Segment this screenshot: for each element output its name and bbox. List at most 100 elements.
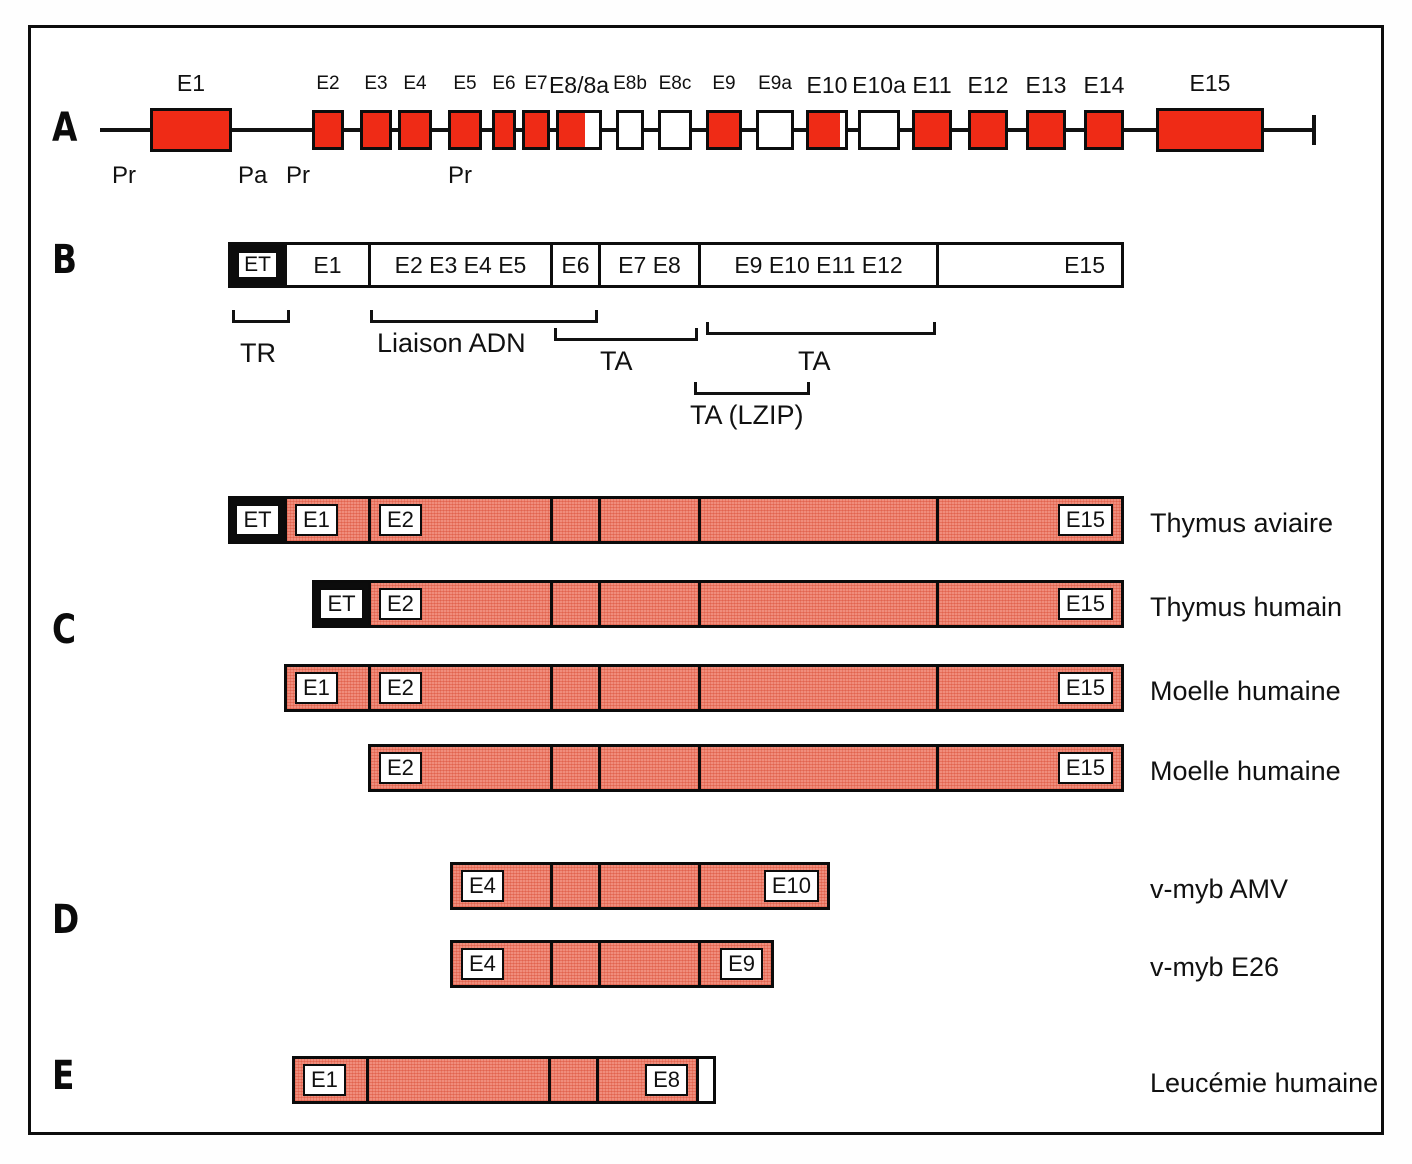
- transcript-segment: [553, 747, 601, 789]
- exon-label: E3: [364, 73, 388, 94]
- transcript-row-name: Moelle humaine: [1150, 676, 1341, 706]
- transcript-segment: [553, 865, 601, 907]
- exon-box: [706, 110, 742, 150]
- exon-fill: [315, 113, 341, 147]
- exon-fill: [1029, 113, 1063, 147]
- transcript-segment-label: E8: [645, 1064, 688, 1096]
- exon-label: E2: [316, 73, 340, 94]
- domain-bracket: [706, 322, 936, 335]
- domain-bracket-label: TA: [798, 346, 831, 376]
- promoter-marker-label: Pa: [238, 162, 268, 189]
- transcript-segment: ET: [231, 499, 287, 541]
- transcript-segment: [601, 499, 701, 541]
- transcript-segment: [601, 747, 701, 789]
- transcript-segment-label: E2: [379, 504, 422, 536]
- transcript-segment: [601, 943, 701, 985]
- protein-domain-label: E1: [313, 251, 342, 278]
- transcript-segment: [601, 667, 701, 709]
- exon-label: E15: [1189, 70, 1231, 96]
- protein-domain-segment: E1: [287, 245, 371, 285]
- transcript-segment: [601, 583, 701, 625]
- transcript-segment: [601, 865, 701, 907]
- domain-bracket-label: TR: [240, 338, 276, 368]
- domain-bracket-label: Liaison ADN: [377, 328, 526, 358]
- exon-fill: [559, 113, 586, 147]
- transcript-segment: [553, 667, 601, 709]
- transcript-segment: E8: [599, 1059, 699, 1101]
- domain-bracket: [554, 328, 698, 341]
- transcript-segment: E4: [453, 865, 553, 907]
- transcript-segment: [699, 1059, 713, 1101]
- transcript-row-name: Leucémie humaine: [1150, 1068, 1379, 1098]
- panel-letter-d: D: [52, 897, 79, 943]
- protein-domain-label: E2 E3 E4 E5: [394, 251, 527, 278]
- transcript-segment: [553, 583, 601, 625]
- domain-bracket: [694, 382, 810, 395]
- exon-box: [522, 110, 550, 150]
- protein-domain-segment: E15: [939, 245, 1121, 285]
- transcript-segment: E10: [701, 865, 827, 907]
- transcript-row-name: v-myb AMV: [1150, 874, 1289, 904]
- promoter-marker-label: Pr: [112, 162, 136, 189]
- transcript-segment: E15: [939, 499, 1121, 541]
- transcript-segment: [551, 1059, 599, 1101]
- exon-fill: [363, 113, 389, 147]
- exon-box: [1084, 110, 1124, 150]
- transcript-segment: [701, 747, 939, 789]
- transcript-segment-label: E9: [720, 948, 763, 980]
- transcript-segment-label: E15: [1057, 588, 1113, 620]
- exon-fill: [971, 113, 1005, 147]
- transcript-segment-label: ET: [235, 504, 280, 536]
- exon-label: E9: [712, 73, 736, 94]
- exon-label: E4: [403, 73, 427, 94]
- exon-label: E10a: [852, 72, 906, 98]
- exon-fill: [451, 113, 479, 147]
- protein-domain-label: E9 E10 E11 E12: [734, 251, 903, 278]
- protein-domain-segment: E2 E3 E4 E5: [371, 245, 553, 285]
- domain-bracket: [370, 310, 598, 323]
- transcript-row-name: Thymus aviaire: [1150, 508, 1334, 538]
- exon-fill: [709, 113, 739, 147]
- transcript-segment: [369, 1059, 551, 1101]
- exon-box: [1026, 110, 1066, 150]
- panel-letter-a: A: [52, 105, 77, 151]
- panel-letter-e: E: [52, 1053, 74, 1099]
- protein-domain-label: E6: [561, 251, 590, 278]
- protein-domain-label: ET: [237, 250, 278, 280]
- exon-fill: [401, 113, 429, 147]
- exon-fill: [809, 113, 840, 147]
- transcript-bar: E4 E10: [450, 862, 830, 910]
- transcript-segment: E4: [453, 943, 553, 985]
- transcript-bar: ET E2 E15: [312, 580, 1124, 628]
- transcript-segment: ET: [315, 583, 371, 625]
- exon-box: [360, 110, 392, 150]
- transcript-segment: [701, 583, 939, 625]
- transcript-segment-label: E10: [763, 870, 819, 902]
- exon-box: [806, 110, 848, 150]
- exon-box: [556, 110, 602, 150]
- domain-bracket-label: TA: [600, 346, 633, 376]
- transcript-segment: [553, 499, 601, 541]
- protein-domain-segment: ET: [231, 245, 287, 285]
- transcript-row-name: Thymus humain: [1150, 592, 1343, 622]
- exon-box: [756, 110, 794, 150]
- transcript-segment-label: E4: [461, 948, 504, 980]
- exon-label: E11: [912, 72, 952, 98]
- transcript-segment: E15: [939, 583, 1121, 625]
- transcript-segment-label: E2: [379, 752, 422, 784]
- transcript-segment: E1: [287, 667, 371, 709]
- transcript-segment-label: E2: [379, 588, 422, 620]
- transcript-segment: E2: [371, 747, 553, 789]
- panel-letter-c: C: [52, 607, 76, 653]
- transcript-bar: E2 E15: [368, 744, 1124, 792]
- transcript-segment: E15: [939, 747, 1121, 789]
- panel-letter-b: B: [52, 237, 77, 283]
- domain-bracket-label: TA (LZIP): [690, 400, 804, 430]
- exon-fill: [1087, 113, 1121, 147]
- promoter-marker-label: Pr: [286, 162, 310, 189]
- transcript-segment-label: ET: [319, 588, 364, 620]
- exon-label: E14: [1083, 72, 1125, 98]
